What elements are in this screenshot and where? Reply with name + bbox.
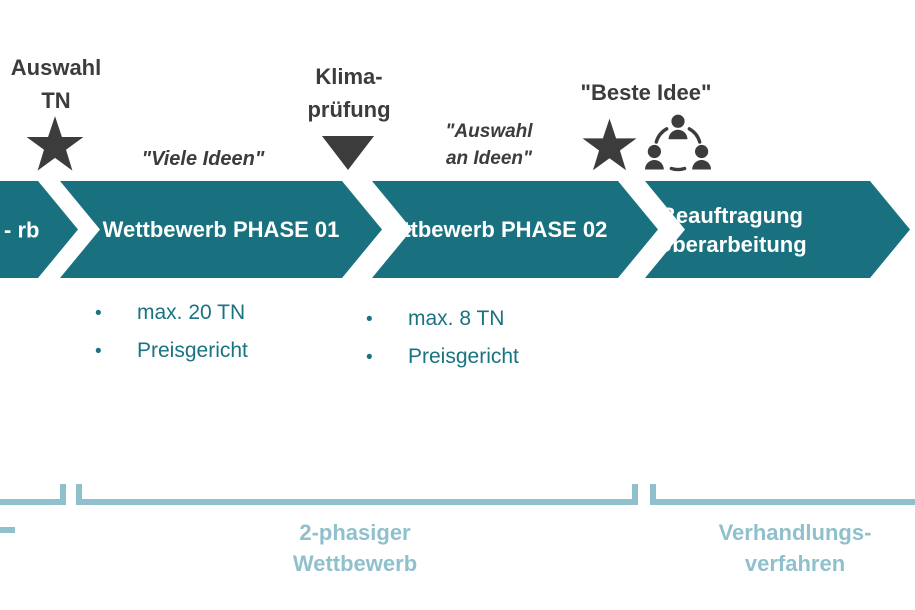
phase02-detail-2: Preisgericht: [408, 345, 519, 368]
star-icon: [26, 116, 84, 171]
process-step-beauftragung: Beauftragung Überarbeitung: [645, 181, 910, 278]
process-step-cutoff-label: - rb: [4, 217, 40, 242]
annotation-auswahl-an-ideen-line1: "Auswahl: [445, 121, 533, 142]
list-item: • max. 8 TN: [366, 300, 519, 338]
bracket-middle-line: [76, 499, 638, 505]
bracket-right-tick: [650, 484, 656, 505]
triangle-down-icon: [322, 136, 374, 170]
bracket-left-label-fragment: [0, 527, 15, 533]
bullet-icon: •: [366, 347, 373, 368]
annotation-klimapruefung-line1: Klima-: [315, 64, 383, 89]
bracket-left-line: [0, 499, 66, 505]
list-item: • Preisgericht: [95, 332, 248, 370]
bracket-right-label: Verhandlungs- verfahren: [718, 520, 872, 576]
process-step-phase01: Wettbewerb PHASE 01: [60, 181, 382, 278]
process-step-beauftragung-label: Beauftragung Überarbeitung: [656, 202, 807, 257]
phase02-details: • max. 8 TN • Preisgericht: [366, 300, 519, 376]
list-item: • Preisgericht: [366, 338, 519, 376]
star-icon: [582, 118, 637, 171]
annotation-beste-idee: "Beste Idee": [580, 80, 712, 105]
bullet-icon: •: [95, 341, 102, 362]
bullet-icon: •: [95, 303, 102, 324]
annotation-auswahl-an-ideen: "Auswahl an Ideen": [423, 118, 555, 172]
team-icon: [644, 114, 712, 172]
list-item: • max. 20 TN: [95, 294, 248, 332]
bracket-left-tick: [60, 484, 66, 505]
annotation-viele-ideen: "Viele Ideen": [141, 148, 265, 170]
annotation-auswahl-tn-line2: TN: [41, 88, 71, 113]
process-step-phase02-label: Wettbewerb PHASE 02: [370, 217, 608, 242]
annotation-auswahl-tn-line1: Auswahl: [10, 55, 102, 80]
phase01-detail-1: max. 20 TN: [137, 301, 246, 324]
phase01-detail-2: Preisgericht: [137, 339, 248, 362]
process-step-phase02: Wettbewerb PHASE 02: [372, 181, 658, 278]
bracket-middle-tick-end: [632, 484, 638, 505]
annotation-auswahl-an-ideen-line2: an Ideen": [445, 148, 533, 169]
process-step-cutoff: - rb: [0, 181, 78, 278]
bracket-right-line: [650, 499, 915, 505]
process-step-phase01-label: Wettbewerb PHASE 01: [102, 217, 340, 242]
bullet-icon: •: [366, 309, 373, 330]
bracket-middle-tick-start: [76, 484, 82, 505]
annotation-klimapruefung: Klima- prüfung: [294, 60, 404, 126]
annotation-auswahl-tn: Auswahl TN: [0, 51, 116, 117]
bracket-middle-label: 2-phasiger Wettbewerb: [292, 520, 418, 576]
annotation-klimapruefung-line2: prüfung: [307, 97, 391, 122]
phase02-detail-1: max. 8 TN: [408, 307, 505, 330]
phase01-details: • max. 20 TN • Preisgericht: [95, 294, 248, 370]
